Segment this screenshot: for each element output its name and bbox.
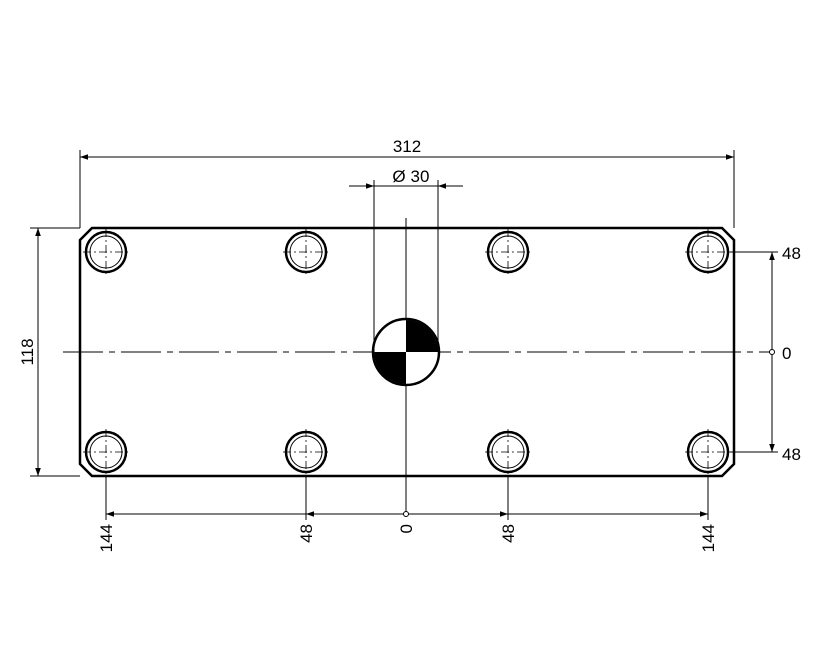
diameter-dimension-label: 30 [411, 167, 430, 186]
bottom-ordinate-zero-label: 0 [397, 524, 416, 533]
mounting-hole [283, 429, 329, 475]
mounting-hole [83, 429, 129, 475]
mounting-hole [685, 229, 731, 275]
width-dimension-label: 312 [393, 137, 421, 156]
bottom-ordinate-far-right-label: 144 [699, 524, 718, 552]
width-dimension [79, 150, 735, 228]
right-ordinate-zero-label: 0 [782, 344, 791, 363]
diameter-symbol: Ø [392, 167, 405, 186]
height-dimension [30, 227, 80, 477]
bottom-ordinate-far-left-label: 144 [97, 524, 116, 552]
right-ordinate-bottom-label: 48 [782, 445, 801, 464]
center-hole [371, 317, 441, 387]
mounting-holes [83, 229, 731, 475]
right-ordinate-dimension [730, 251, 778, 453]
bottom-ordinate-right-label: 48 [499, 524, 518, 543]
bottom-ordinate-dimension [105, 476, 709, 520]
height-dimension-label: 118 [18, 338, 37, 365]
right-ordinate-top-label: 48 [782, 244, 801, 263]
diameter-dimension [349, 180, 463, 352]
mounting-hole [485, 429, 531, 475]
mounting-hole [685, 429, 731, 475]
mounting-hole [485, 229, 531, 275]
mounting-hole [83, 229, 129, 275]
bottom-ordinate-left-label: 48 [297, 524, 316, 543]
plate-outline [78, 226, 736, 478]
mounting-hole [283, 229, 329, 275]
